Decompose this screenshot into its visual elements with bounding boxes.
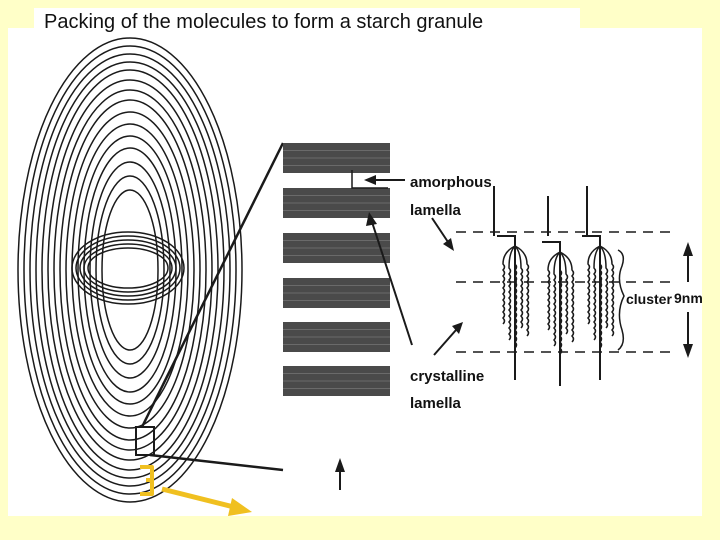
core-ring [87, 247, 169, 289]
growth-ring [17, 37, 243, 503]
helical-chain [598, 245, 603, 349]
amorphous-label-line1: amorphous [410, 174, 492, 191]
dimension-label: 9nm [674, 290, 703, 306]
helical-chain [514, 245, 524, 329]
amorphous-label-line2: lamella [410, 202, 462, 219]
molecule-stem [542, 241, 561, 386]
growth-ring [101, 189, 159, 351]
annotation-arrow-head [228, 498, 252, 516]
helical-chain [559, 251, 575, 343]
growth-ring [65, 111, 195, 429]
growth-ring [23, 45, 237, 495]
zoom-region-box [135, 426, 155, 456]
helical-chain [599, 245, 615, 337]
helical-chain [546, 251, 561, 331]
crystalline-arrow-left [371, 221, 413, 346]
amorphous-bracket [351, 170, 388, 189]
molecule-stem [497, 235, 516, 380]
helical-chain [599, 245, 609, 329]
growth-ring [41, 69, 219, 471]
growth-ring [59, 99, 201, 441]
up-arrow-head [335, 458, 345, 472]
core-ring [79, 239, 177, 297]
slide-title: Packing of the molecules to form a starc… [44, 11, 484, 33]
growth-ring [89, 161, 171, 379]
amylopectin-molecules [493, 186, 615, 386]
growth-ring [35, 61, 225, 479]
amorphous-arrow-right [431, 217, 449, 243]
helical-chain [507, 245, 516, 341]
zoom-line-bottom [149, 453, 284, 472]
helical-chain [501, 245, 516, 325]
helical-chain [552, 251, 561, 347]
growth-ring [53, 89, 207, 451]
annotation-bracket [140, 465, 154, 496]
molecule-stem [582, 235, 601, 380]
core-ring [83, 243, 173, 293]
annotation-arrow-shaft [161, 486, 239, 511]
crystalline-arrow-right [433, 329, 457, 356]
helical-chain [558, 252, 563, 355]
crystalline-arrow-left-head [366, 212, 377, 226]
crystalline-label-line1: crystalline [410, 368, 484, 385]
dimension-arrow-up-head [683, 242, 693, 256]
growth-ring [83, 147, 177, 393]
helical-chain [592, 245, 601, 341]
amorphous-arrow-left-head [364, 175, 376, 185]
growth-ring [95, 175, 165, 365]
helical-chain [513, 246, 518, 349]
helical-chain [514, 245, 530, 337]
dimension-arrow-down-head [683, 344, 693, 358]
growth-ring [77, 135, 183, 405]
cluster-label: cluster [626, 291, 672, 307]
granule-growth-rings [17, 37, 243, 503]
crystalline-arrow-right-head [452, 322, 463, 334]
growth-ring [47, 79, 213, 461]
growth-ring [29, 53, 231, 487]
lamellar-stack [283, 143, 390, 396]
helical-chain [559, 251, 569, 335]
cluster-brace [617, 249, 625, 351]
figure-panel [8, 28, 702, 516]
core-ring [75, 235, 181, 301]
amorphous-arrow-right-head [443, 238, 454, 251]
helical-chain [586, 245, 601, 325]
core-ring [71, 231, 185, 305]
zoom-line-top [140, 142, 285, 428]
crystalline-label-line2: lamella [410, 395, 462, 412]
